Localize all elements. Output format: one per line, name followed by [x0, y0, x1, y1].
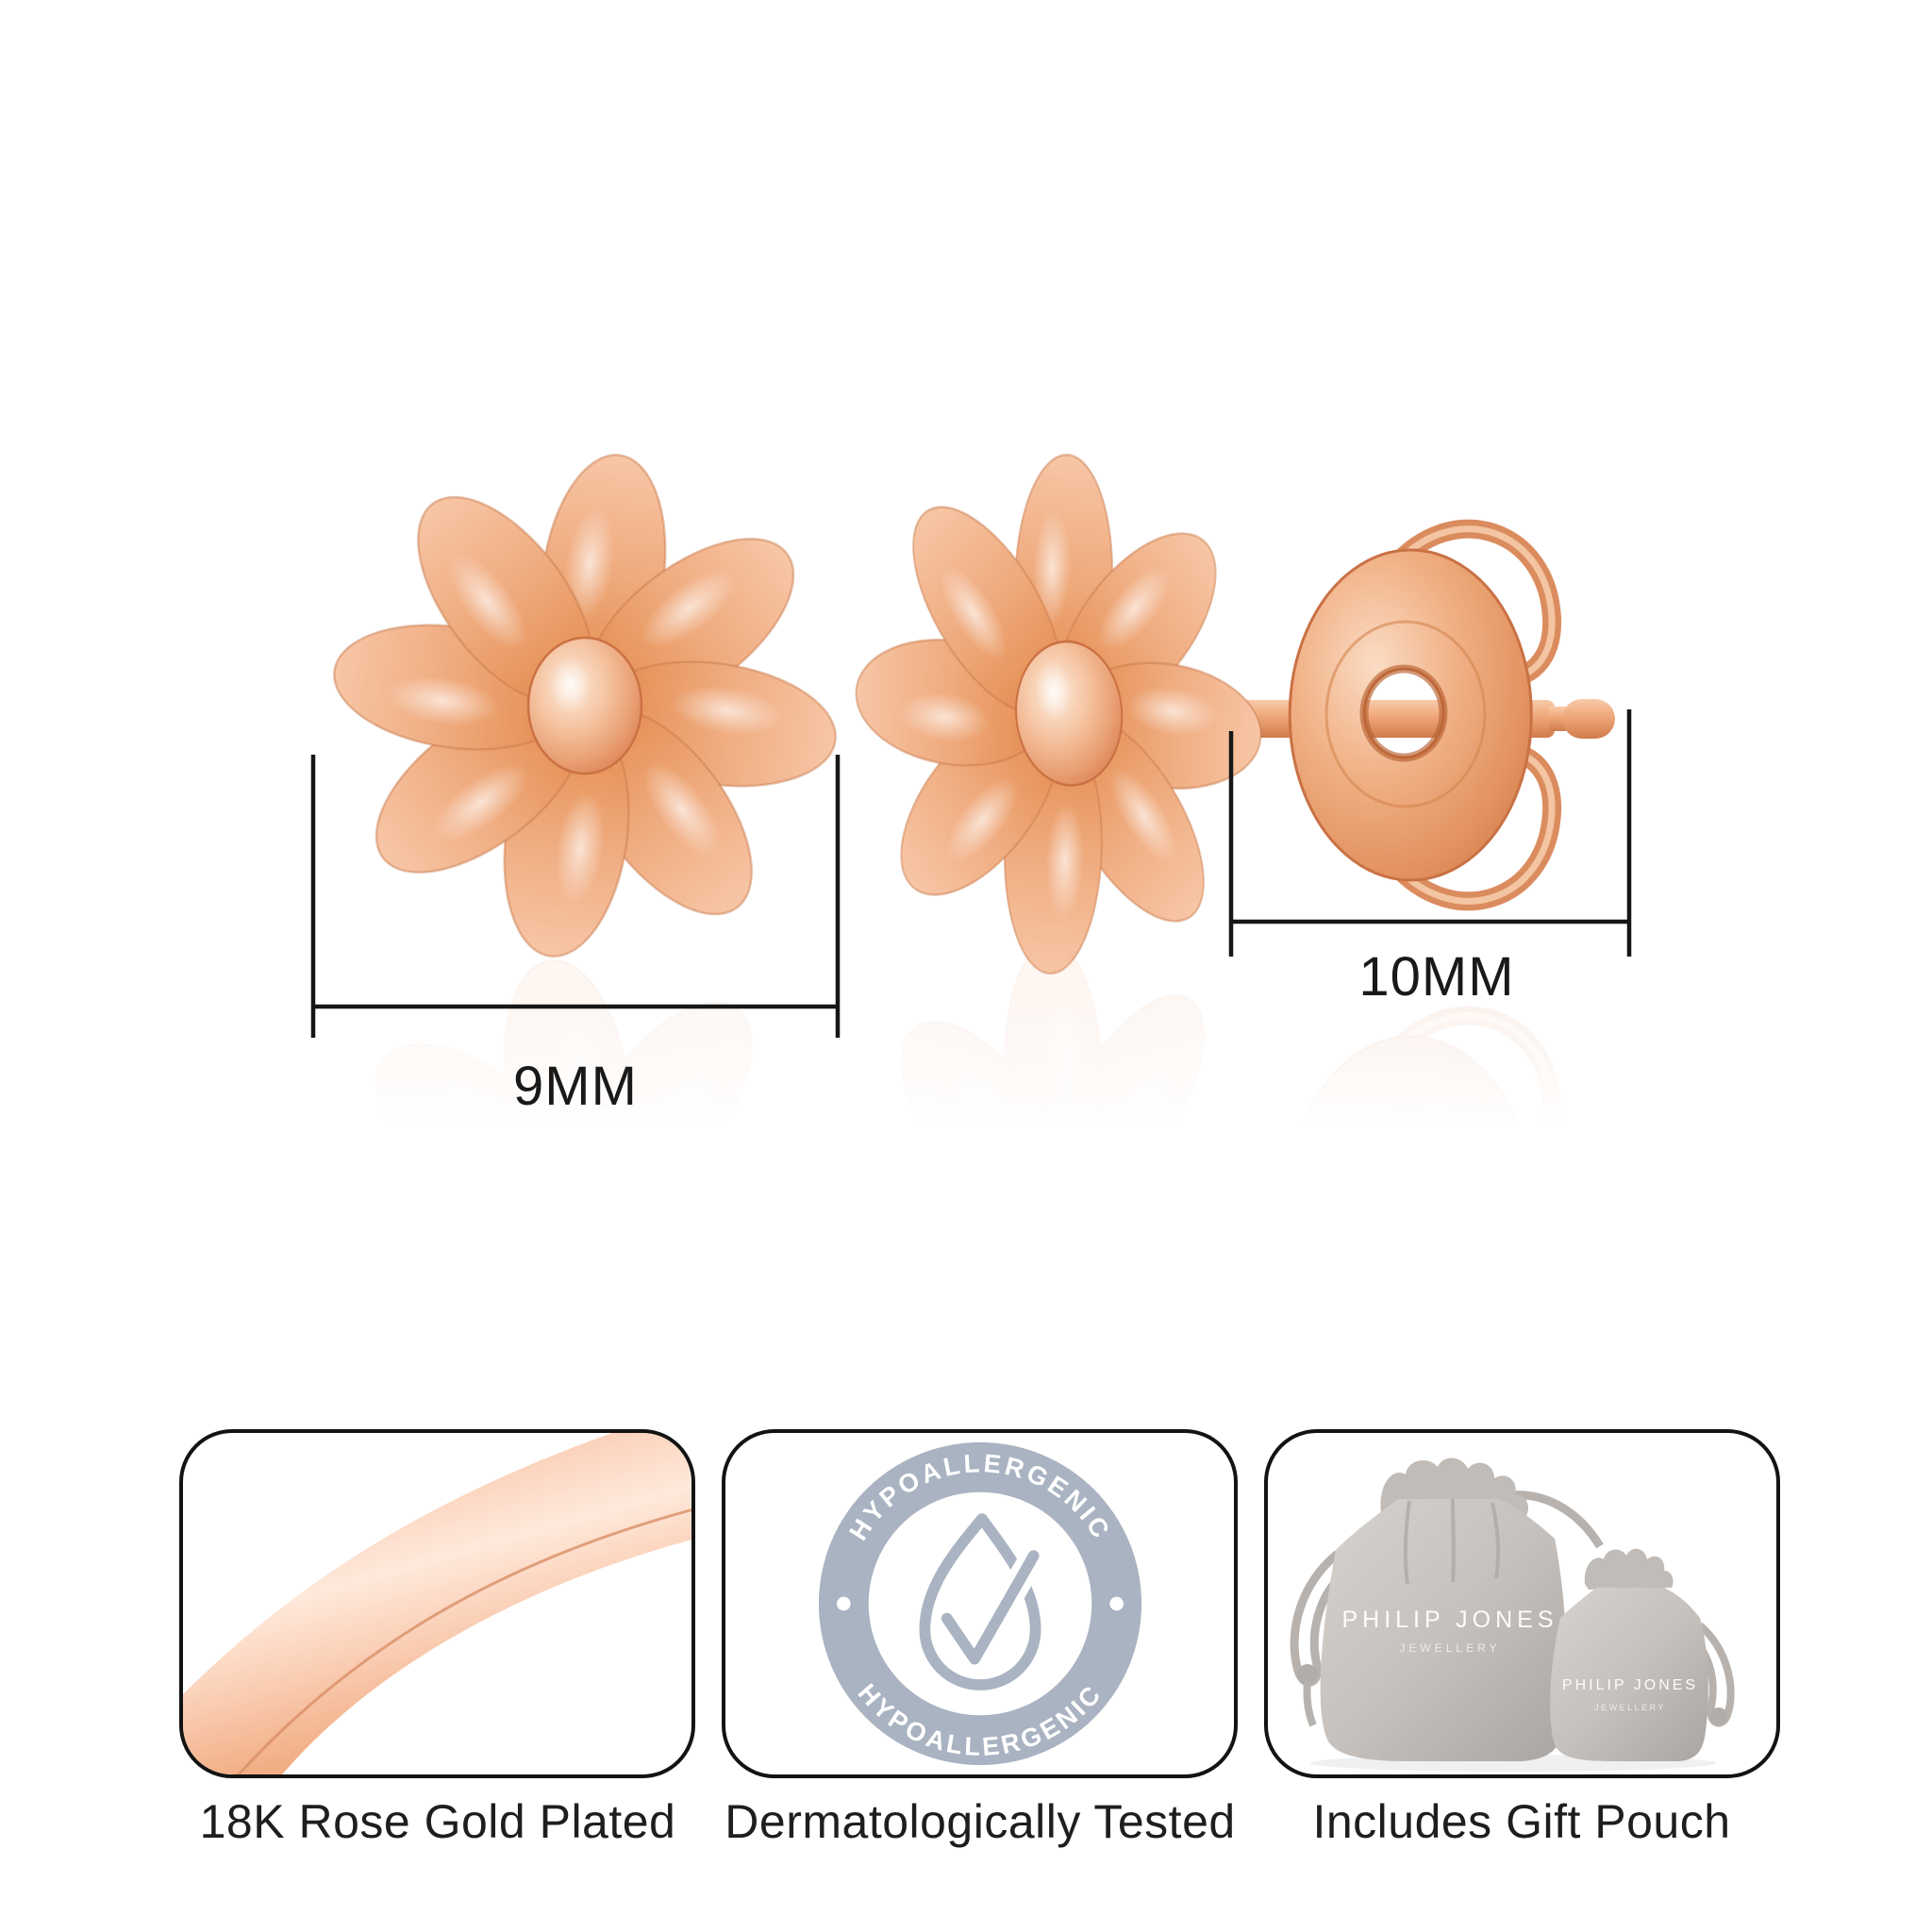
badge-right-dot — [1108, 1596, 1124, 1611]
stud-front-view — [326, 447, 844, 965]
butterfly-wings — [1385, 519, 1562, 911]
measurement-bracket-10mm — [1228, 709, 1632, 957]
feature-card-hypoallergenic: HYPOALLERGENIC HYPOALLERGENIC — [722, 1429, 1238, 1778]
measurement-bracket-9mm — [310, 755, 841, 1038]
gift-pouch-large: PHILIP JONES JEWELLERY — [1290, 1457, 1604, 1761]
hypoallergenic-badge: HYPOALLERGENIC HYPOALLERGENIC — [818, 1441, 1141, 1766]
feature-card-rose-gold — [179, 1429, 695, 1778]
pouch-brand-large: PHILIP JONES — [1341, 1607, 1557, 1633]
hypoallergenic-droplet-icon — [918, 1513, 1041, 1690]
caption-rose-gold: 18K Rose Gold Plated — [199, 1795, 676, 1848]
pouch-brand-small: PHILIP JONES — [1562, 1677, 1698, 1693]
measurement-label-10mm: 10MM — [1358, 946, 1515, 1008]
stud-side-view — [833, 434, 1615, 994]
checkmark-icon — [941, 1550, 1040, 1665]
pouch-brand-sub-large: JEWELLERY — [1399, 1641, 1500, 1655]
gift-pouches-image: PHILIP JONES JEWELLERY PHILIP JONES JEWE… — [1290, 1457, 1735, 1772]
badge-left-dot — [836, 1596, 851, 1611]
pouch-brand-sub-small: JEWELLERY — [1594, 1703, 1666, 1712]
butterfly-back — [1288, 548, 1533, 882]
caption-dermatologically-tested: Dermatologically Tested — [724, 1795, 1236, 1848]
rose-gold-band-image — [183, 1433, 691, 1774]
caption-gift-pouch: Includes Gift Pouch — [1312, 1795, 1731, 1848]
measurement-label-9mm: 9MM — [513, 1056, 638, 1117]
feature-card-gift-pouch: PHILIP JONES JEWELLERY PHILIP JONES JEWE… — [1264, 1429, 1780, 1778]
gift-pouch-small: PHILIP JONES JEWELLERY — [1550, 1548, 1735, 1761]
flower-side — [833, 434, 1283, 994]
